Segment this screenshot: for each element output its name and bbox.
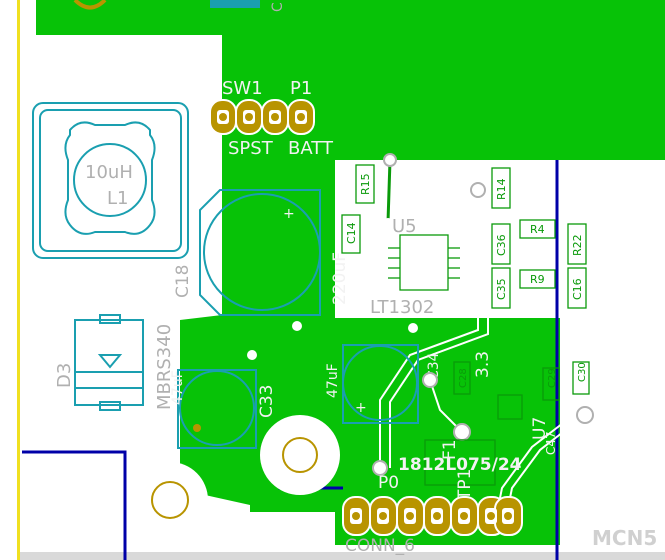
board-edge-left xyxy=(17,0,20,560)
label-d3: D3 xyxy=(54,363,75,388)
label-sw1: SW1 xyxy=(222,78,263,99)
fuse-body xyxy=(424,439,496,486)
label-c35: C35 xyxy=(495,278,508,300)
capacitor-47uf xyxy=(342,344,419,424)
u5-area-labels: R15 C14 R14 C36 R4 R22 C35 R9 C16 U5 LT1… xyxy=(345,173,584,318)
diode-d3 xyxy=(74,314,144,411)
plus-c18: + xyxy=(283,206,295,222)
right-vias xyxy=(372,372,594,476)
label-c29: C29 xyxy=(547,368,558,388)
top-partial-part: C xyxy=(73,0,286,12)
label-c30: C30 xyxy=(577,362,588,382)
label-u5: U5 xyxy=(392,216,417,237)
label-47uf: 47uF xyxy=(325,363,341,398)
inductor-l1 xyxy=(32,102,189,259)
capacitor-c18 xyxy=(199,189,321,316)
label-f1: F1 xyxy=(440,439,460,460)
label-inductor-value: 10uH xyxy=(85,162,133,183)
connector-conn6 xyxy=(342,496,523,536)
pad-c33 xyxy=(193,424,201,432)
label-c28: C28 xyxy=(458,368,469,388)
label-3v3: 3.3 xyxy=(473,351,493,378)
label-tp1: TP1 xyxy=(455,469,475,501)
label-r4: R4 xyxy=(530,223,545,236)
label-sw1-value: SPST xyxy=(228,138,274,159)
label-r9: R9 xyxy=(530,273,545,286)
label-conn6: CONN_6 xyxy=(345,536,415,556)
label-1812: 1812L075/24 xyxy=(398,455,522,475)
label-c36: C36 xyxy=(495,234,508,256)
label-u5-value: LT1302 xyxy=(370,297,434,318)
label-c16: C16 xyxy=(571,278,584,300)
right-small-parts xyxy=(453,361,590,420)
label-p0: P0 xyxy=(378,473,399,493)
label-p1: P1 xyxy=(290,78,312,99)
label-bottom: MCN5 xyxy=(592,526,657,550)
label-c47: C47 xyxy=(544,431,558,455)
header-sw1-p1 xyxy=(209,99,315,135)
track-u5 xyxy=(386,159,392,223)
bottom-strip xyxy=(20,552,665,560)
keepout-u5 xyxy=(335,160,610,318)
label-c14: C14 xyxy=(345,222,358,244)
label-u7: U7 xyxy=(530,417,550,440)
plus-47uf: + xyxy=(355,400,367,416)
label-r14: R14 xyxy=(495,178,508,200)
u5-area-parts xyxy=(341,164,587,309)
scattered-vias xyxy=(233,321,603,525)
svg-text:C: C xyxy=(270,2,286,12)
label-d3-value: MBRS340 xyxy=(154,324,175,410)
label-c33-value: 47uF xyxy=(170,370,186,405)
label-r15: R15 xyxy=(359,173,372,195)
label-p1-value: BATT xyxy=(288,138,334,159)
label-c33: C33 xyxy=(257,384,277,418)
label-c18: C18 xyxy=(173,264,193,298)
mounting-holes xyxy=(132,415,340,538)
capacitor-c33 xyxy=(177,369,257,449)
label-r22: R22 xyxy=(571,234,584,256)
label-inductor-ref: L1 xyxy=(107,188,128,209)
label-c18-value: 220uF xyxy=(330,252,350,305)
via-u5-center xyxy=(384,218,392,226)
right-small-labels: C28 C29 C30 U7 C47 C34 3.3 xyxy=(426,351,588,455)
u5-vias xyxy=(383,153,486,198)
keepout-right xyxy=(560,318,665,560)
